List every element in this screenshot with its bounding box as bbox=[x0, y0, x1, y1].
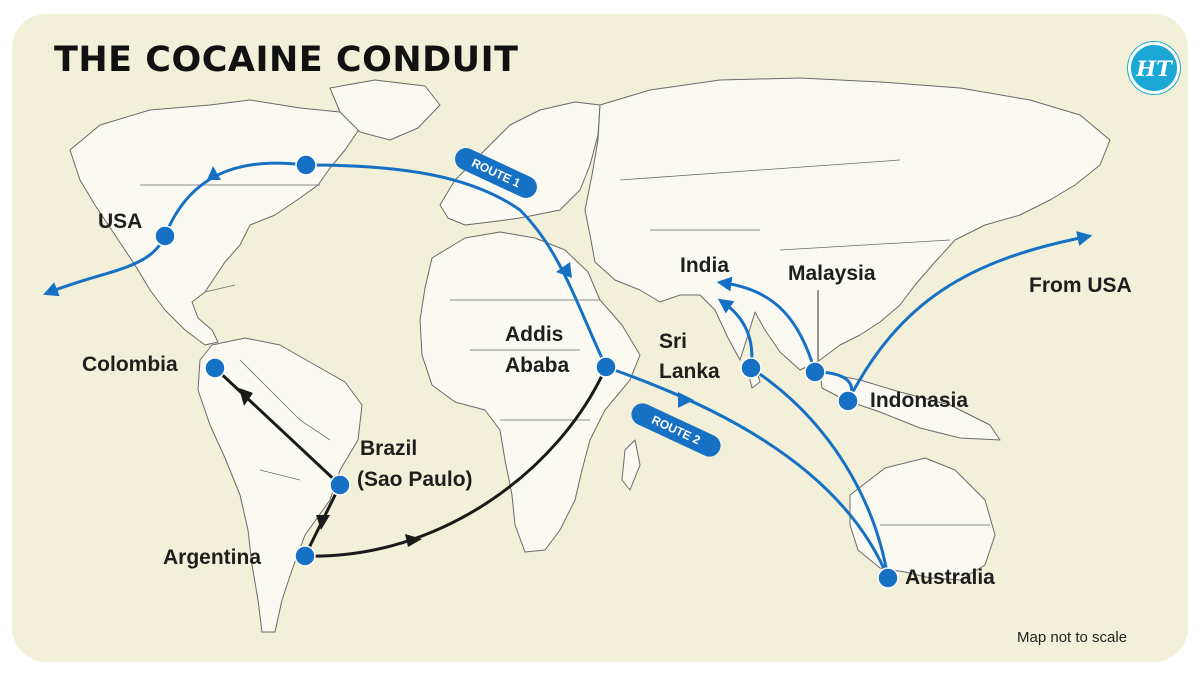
blue-arrows bbox=[207, 166, 694, 408]
route1-path bbox=[305, 163, 608, 368]
route2-path bbox=[605, 365, 890, 579]
label-colombia: Colombia bbox=[82, 353, 178, 376]
usa-north-path bbox=[163, 161, 307, 237]
from-usa-path bbox=[846, 231, 1093, 402]
label-lanka: Lanka bbox=[659, 360, 720, 383]
label-india: India bbox=[680, 254, 729, 277]
marker-colombia bbox=[204, 357, 226, 379]
marker-addis-ababa bbox=[595, 356, 617, 378]
arrow-icon bbox=[207, 166, 221, 180]
arrow-icon bbox=[556, 262, 572, 278]
label-malaysia: Malaysia bbox=[788, 262, 876, 285]
north-america bbox=[69, 99, 361, 346]
marker-sri-lanka bbox=[740, 357, 762, 379]
label-from-usa: From USA bbox=[1029, 274, 1132, 297]
label-sri: Sri bbox=[659, 330, 687, 353]
madagascar bbox=[621, 439, 641, 491]
label-brazil: Brazil bbox=[360, 437, 417, 460]
label-argentina: Argentina bbox=[163, 546, 261, 569]
place-labels: USA Colombia Brazil (Sao Paulo) Argentin… bbox=[82, 210, 1132, 589]
marker-indonesia bbox=[837, 390, 859, 412]
marker-usa bbox=[154, 225, 176, 247]
label-addis: Addis bbox=[505, 323, 563, 346]
arrow-icon bbox=[678, 392, 694, 408]
label-ababa: Ababa bbox=[505, 354, 570, 377]
label-brazil-city: (Sao Paulo) bbox=[357, 468, 473, 491]
label-australia: Australia bbox=[905, 566, 995, 589]
marker-usa-east bbox=[295, 154, 317, 176]
arrow-icon bbox=[405, 534, 422, 547]
colombia-to-brazil-path bbox=[213, 366, 342, 487]
blue-routes bbox=[43, 161, 1093, 579]
malaysia-to-india-path bbox=[716, 276, 817, 373]
argentina-to-addis-path bbox=[304, 366, 608, 558]
continents bbox=[69, 77, 1111, 633]
arrow-icon bbox=[239, 388, 253, 406]
greenland bbox=[329, 79, 441, 141]
marker-argentina bbox=[294, 545, 316, 567]
south-america bbox=[197, 337, 363, 633]
logo-text: HT bbox=[1136, 55, 1172, 81]
africa bbox=[419, 231, 641, 553]
ht-logo: HT bbox=[1128, 42, 1180, 94]
marker-brazil bbox=[329, 474, 351, 496]
black-arrows bbox=[239, 388, 422, 547]
australia bbox=[849, 457, 996, 581]
srilanka-to-australia-path bbox=[750, 366, 890, 579]
marker-malaysia bbox=[804, 361, 826, 383]
usa-west-path bbox=[43, 235, 167, 297]
label-usa: USA bbox=[98, 210, 142, 233]
asia bbox=[584, 77, 1111, 371]
scale-note: Map not to scale bbox=[1017, 629, 1128, 646]
arrow-icon bbox=[316, 515, 330, 530]
marker-australia bbox=[877, 567, 899, 589]
city-markers bbox=[154, 154, 899, 589]
map-title: THE COCAINE CONDUIT bbox=[54, 40, 519, 80]
label-indonesia: Indonasia bbox=[870, 389, 968, 412]
